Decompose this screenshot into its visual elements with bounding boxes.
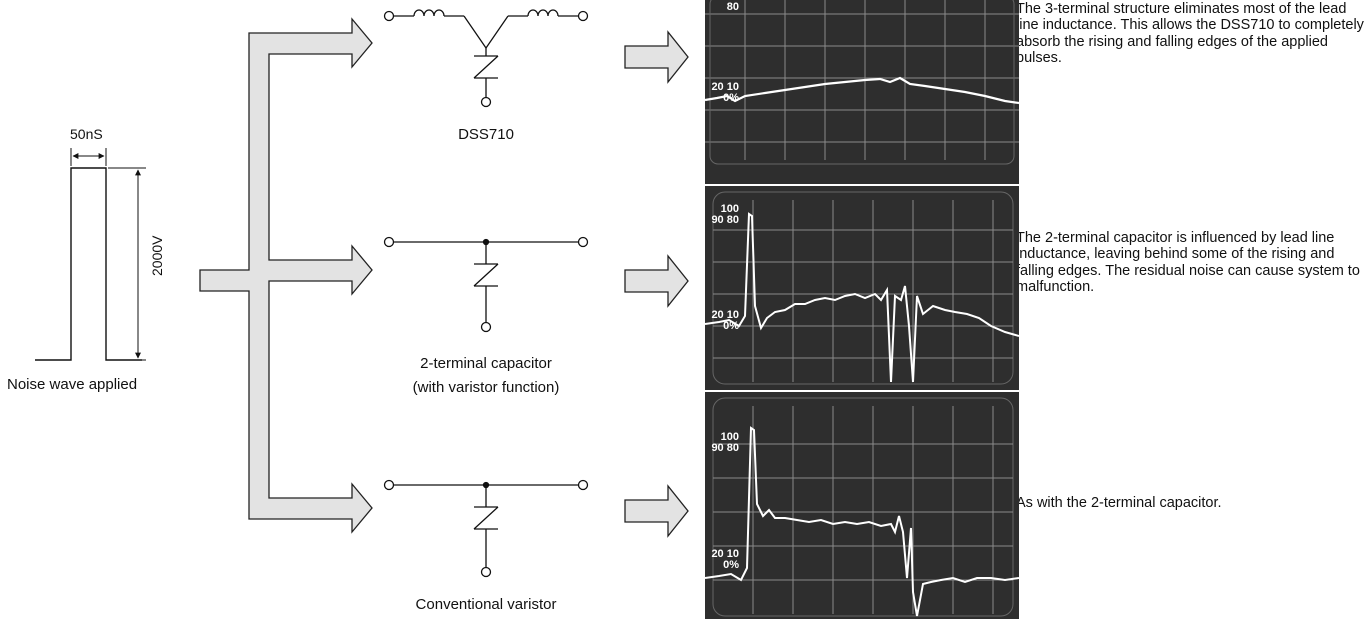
scope-trace-two-terminal-capacitor bbox=[705, 212, 1019, 383]
output-arrow-3 bbox=[624, 484, 689, 538]
output-arrow-1 bbox=[624, 30, 689, 84]
pulse-width-dimension bbox=[70, 148, 107, 166]
pulse-waveform bbox=[35, 167, 142, 361]
oscilloscope-dss710: 80 20 10 0% bbox=[705, 0, 1019, 184]
scope-scale-low-3: 20 10 0% bbox=[711, 548, 739, 571]
component-name-two-terminal-capacitor: 2-terminal capacitor bbox=[420, 355, 552, 372]
circuit-two-terminal-capacitor bbox=[383, 236, 589, 333]
pulse-width-label: 50nS bbox=[70, 126, 103, 142]
description-conventional-varistor: As with the 2-terminal capacitor. bbox=[1016, 495, 1222, 511]
circuit-dss710 bbox=[383, 9, 589, 108]
branch-arrow-shape bbox=[199, 17, 373, 534]
output-arrow-2 bbox=[624, 254, 689, 308]
pulse-caption: Noise wave applied bbox=[7, 376, 138, 393]
scope-scale-high-1: 80 bbox=[726, 1, 739, 13]
scope-screen-dss710 bbox=[705, 0, 1019, 165]
description-dss710: The 3-terminal structure eliminates most… bbox=[1016, 1, 1364, 67]
oscilloscope-conventional-varistor: 100 90 80 20 10 0% bbox=[705, 392, 1019, 619]
description-two-terminal-capacitor: The 2-terminal capacitor is influenced b… bbox=[1016, 230, 1360, 296]
component-name-conventional-varistor: Conventional varistor bbox=[415, 596, 557, 613]
pulse-amplitude-label: 2000V bbox=[149, 235, 165, 276]
scope-scale-high-2: 100 90 80 bbox=[711, 203, 739, 226]
scope-screen-conventional-varistor bbox=[705, 397, 1019, 617]
output-arrows bbox=[624, 30, 689, 538]
circuit-conventional-varistor bbox=[383, 479, 589, 578]
component-name-dss710: DSS710 bbox=[458, 126, 514, 143]
scope-trace-conventional-varistor bbox=[705, 426, 1019, 617]
scope-trace-dss710 bbox=[705, 76, 1019, 105]
component-name-two-terminal-capacitor-line2: (with varistor function) bbox=[412, 379, 560, 396]
scope-scale-low-2: 20 10 0% bbox=[711, 309, 739, 332]
scope-scale-low-1: 20 10 0% bbox=[711, 81, 739, 104]
scope-screen-two-terminal-capacitor bbox=[705, 191, 1019, 385]
pulse-amplitude-dimension bbox=[108, 167, 146, 361]
scope-scale-high-3: 100 90 80 bbox=[711, 431, 739, 454]
oscilloscope-two-terminal-capacitor: 100 90 80 20 10 0% bbox=[705, 186, 1019, 390]
